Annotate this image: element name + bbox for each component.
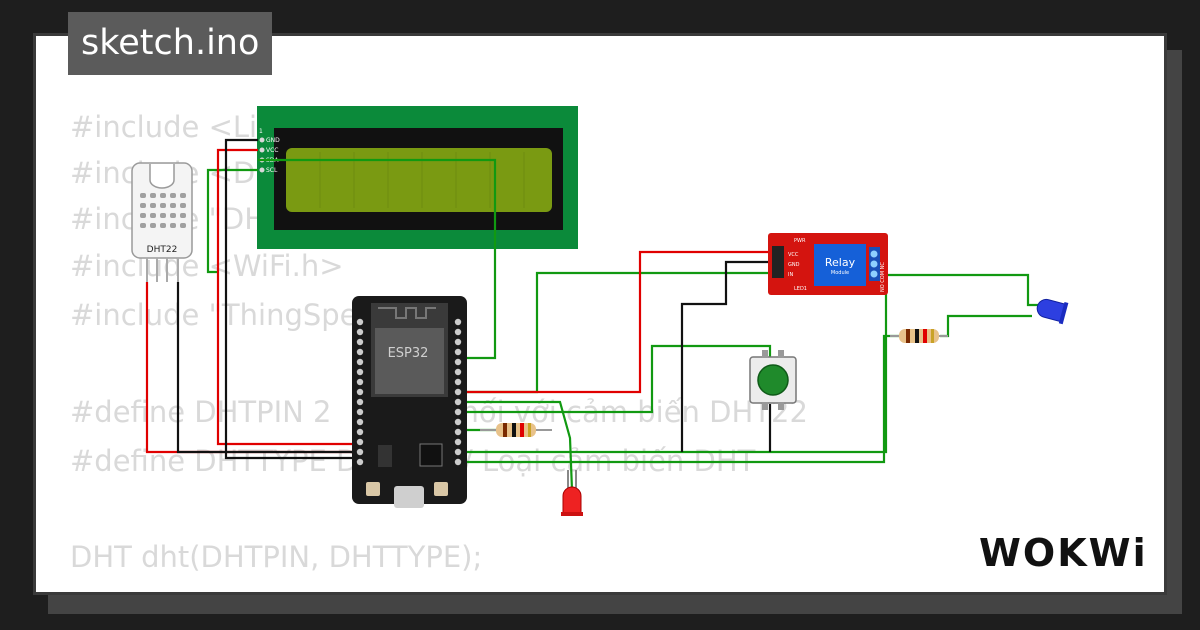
- relay-pin-in: IN: [788, 272, 793, 278]
- relay-pin-vcc: VCC: [788, 252, 799, 258]
- lcd-pin-vcc-label: VCC: [266, 147, 278, 154]
- dht22-label: DHT22: [147, 245, 178, 255]
- code-line-10: DHT dht(DHTPIN, DHTTYPE);: [70, 540, 483, 574]
- relay-sublabel: Module: [831, 270, 849, 276]
- wokwi-logo: WOKWi: [979, 531, 1148, 575]
- black-wires: [176, 138, 772, 460]
- lcd-display[interactable]: 1 GND VCC SDA SCL: [257, 106, 578, 249]
- lcd-pin-gnd-label: GND: [266, 137, 280, 144]
- relay-label: Relay: [825, 256, 856, 269]
- lcd-pin-scl-label: SCL: [266, 167, 278, 174]
- relay-module[interactable]: Relay Module VCC GND IN PWR LED1 NO COM …: [768, 233, 888, 295]
- wokwi-logo-text: WOKWi: [979, 531, 1148, 575]
- pushbutton[interactable]: [749, 350, 797, 410]
- code-line-1: #include <Li: [70, 110, 258, 144]
- dht22-sensor[interactable]: DHT22: [131, 162, 193, 282]
- sketch-title: sketch.ino: [68, 12, 273, 75]
- esp32-board[interactable]: ESP32: [352, 296, 467, 508]
- relay-pwr-label: PWR: [794, 238, 806, 244]
- resistor-1[interactable]: [480, 423, 552, 437]
- relay-side-pins: NO COM NC: [880, 262, 886, 292]
- lcd-pin-1-label: 1: [259, 128, 263, 135]
- relay-led-label: LED1: [794, 286, 807, 292]
- resistor-2[interactable]: [890, 329, 948, 343]
- blue-led[interactable]: [1035, 295, 1069, 325]
- relay-pin-gnd: GND: [788, 262, 800, 268]
- red-led[interactable]: [561, 470, 583, 516]
- esp32-label: ESP32: [388, 346, 429, 361]
